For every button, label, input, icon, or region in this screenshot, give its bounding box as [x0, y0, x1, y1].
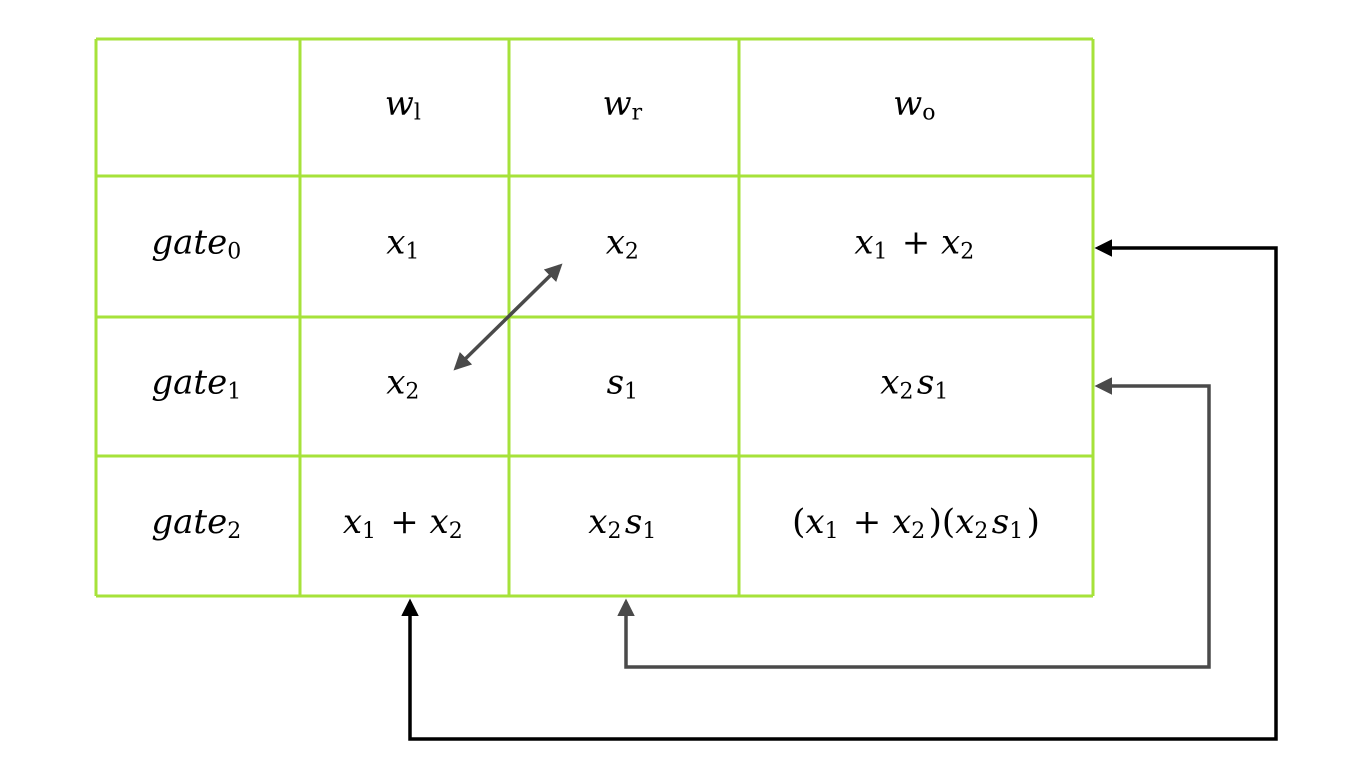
cell-wl-gate-2: x1 + x2 — [343, 502, 466, 544]
cell-wo-gate-2: (x1 + x2 )(x2 s1 ) — [792, 502, 1040, 544]
row-label-gate-1: gate1 — [151, 363, 244, 405]
copy-constraint-arrows — [401, 239, 1278, 741]
header-wl: wl — [385, 84, 425, 126]
cell-wr-gate-2: x2 s1 — [588, 502, 659, 544]
cell-wl-gate-0: x1 — [386, 223, 423, 265]
cell-wr-gate-0: x2 — [606, 223, 643, 265]
header-wr: wr — [602, 84, 645, 126]
row-label-gate-2: gate2 — [151, 502, 244, 544]
cell-wr-gate-1: s1 — [607, 363, 642, 405]
header-wo: wo — [893, 84, 939, 126]
cell-wo-gate-0: x1 + x2 — [854, 223, 977, 265]
cell-wl-gate-1: x2 — [386, 363, 423, 405]
cell-wo-gate-1: x2 s1 — [880, 363, 951, 405]
loop-arrow-black — [401, 239, 1278, 741]
row-label-gate-0: gate0 — [151, 223, 244, 265]
table-cells: wl wr wo gate0 x1 x2 x1 + x2 gate1 x2 s1… — [151, 84, 1039, 545]
loop-arrow-gray — [617, 377, 1211, 669]
